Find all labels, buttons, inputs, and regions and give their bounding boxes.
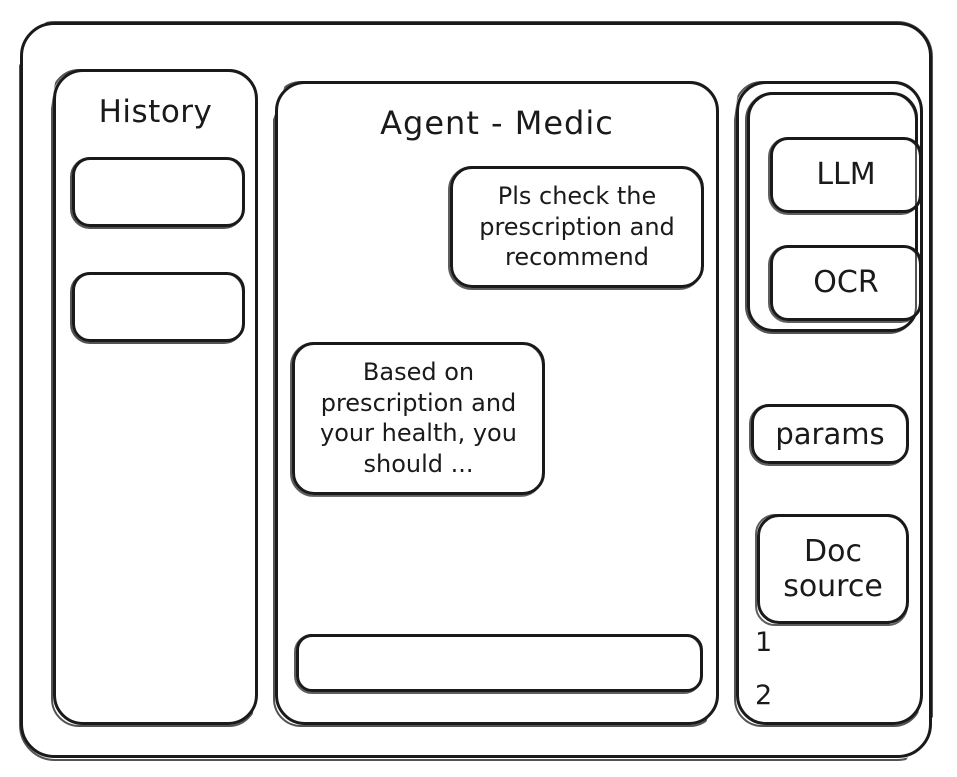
chat-message-text: Pls check the prescription and recommend xyxy=(479,182,675,272)
history-panel: History xyxy=(53,69,258,725)
window-frame: History Agent - Medic Pls check the pres… xyxy=(20,22,932,758)
chat-input[interactable] xyxy=(296,634,703,692)
chat-message-user: Pls check the prescription and recommend xyxy=(450,166,704,289)
agent-chat-panel: Agent - Medic Pls check the prescription… xyxy=(275,81,719,725)
history-item[interactable] xyxy=(72,272,245,342)
chat-message-text: Based on prescription and your health, y… xyxy=(320,358,517,479)
tool-button-label: LLM xyxy=(816,157,876,193)
tool-button-label: params xyxy=(775,416,885,451)
tool-button-label: OCR xyxy=(813,265,879,301)
tool-button-params[interactable]: params xyxy=(751,404,909,464)
tool-button-llm[interactable]: LLM xyxy=(770,137,922,213)
history-item[interactable] xyxy=(72,157,245,227)
doc-source-list-item[interactable]: 2 xyxy=(755,680,773,711)
history-panel-title: History xyxy=(98,94,213,130)
tool-button-ocr[interactable]: OCR xyxy=(770,245,922,321)
doc-source-list-item[interactable]: 1 xyxy=(755,627,773,658)
model-group: LLM OCR xyxy=(747,92,922,332)
tool-button-label: Doc source xyxy=(783,533,883,604)
chat-message-assistant: Based on prescription and your health, y… xyxy=(292,342,545,495)
agent-title: Agent - Medic xyxy=(380,104,614,142)
tool-button-doc-source[interactable]: Doc source xyxy=(757,514,909,624)
doc-source-list: 1 2 xyxy=(755,629,815,735)
tools-panel: LLM OCR params Doc source 1 2 xyxy=(736,81,923,725)
